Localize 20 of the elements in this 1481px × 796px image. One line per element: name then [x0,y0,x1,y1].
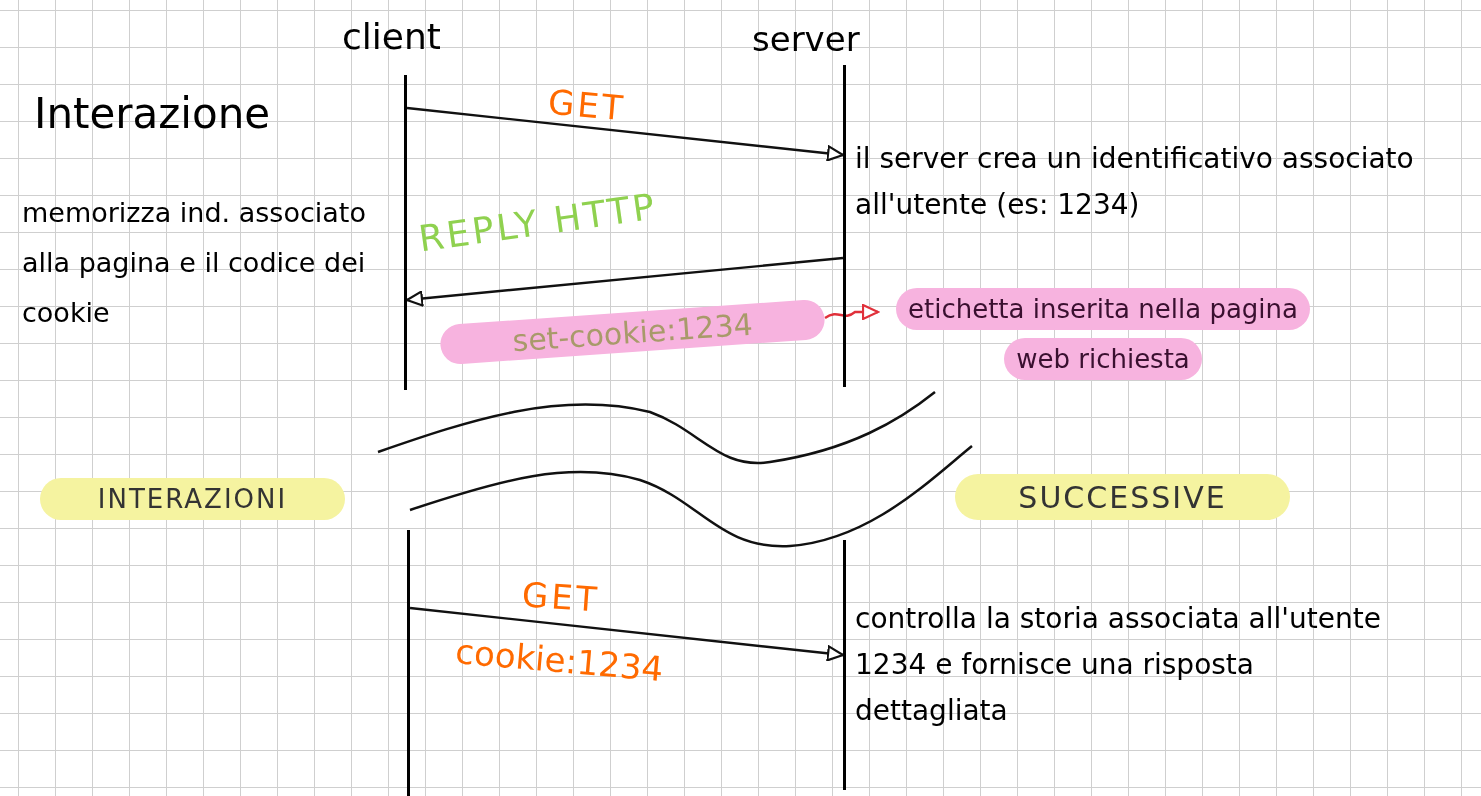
arrow [406,106,845,162]
edge-label: GET [545,80,628,131]
note-text: controlla la storia associata all'utente 1234 e fornisce una risposta dettagliata [855,601,1382,729]
edge-label: REPLY HTTP [415,184,661,262]
message-text: cookie:1234 [453,630,666,692]
lifeline [843,540,846,790]
lifeline [843,65,846,387]
arrow [405,256,844,307]
lifeline [404,75,407,390]
arrow [409,606,845,662]
edge-label: GET [520,573,602,622]
column-heading: server [752,14,912,64]
lifeline [407,530,410,796]
highlighted-heading: INTERAZIONI [40,478,345,520]
highlighted-heading: SUCCESSIVE [955,474,1290,520]
note-text: memorizza ind. associato alla pagina e il codice dei cookie [22,196,367,330]
arrow [824,303,880,321]
title: Interazione [34,88,271,140]
column-heading: client [342,10,482,60]
note-text: il server crea un identificativo associato all'utente (es: 1234) [855,141,1415,223]
